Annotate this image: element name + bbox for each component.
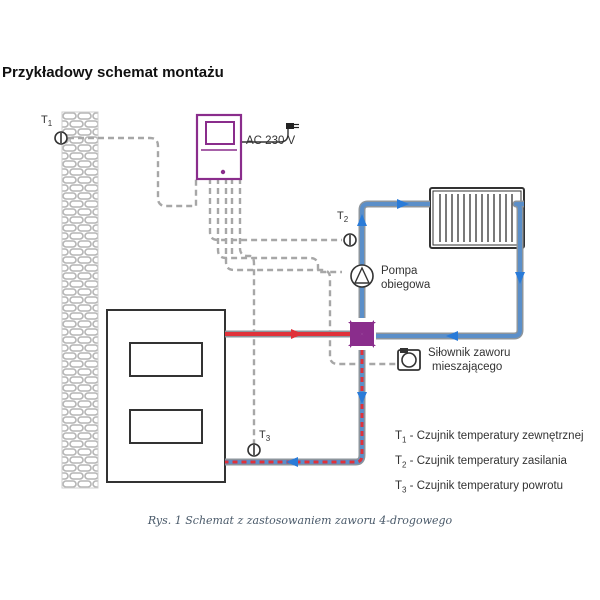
arrow-down-return: [357, 392, 367, 404]
legend-item-t3: T3 - Czujnik temperatury powrotu: [395, 480, 564, 495]
sensor-t1-label: T1: [41, 114, 53, 129]
valve-actuator: [397, 348, 421, 371]
arrow-left-return: [286, 457, 298, 467]
sensor-t2-icon: [343, 233, 357, 247]
arrow-up: [357, 214, 367, 226]
sensor-t2-label: T2: [337, 210, 349, 225]
cable-t1: [68, 136, 198, 208]
power-label: AC 230 V: [246, 135, 296, 147]
figure-caption: Rys. 1 Schemat z zastosowaniem zaworu 4-…: [147, 514, 453, 527]
sensor-t3-label: T3: [259, 429, 271, 444]
legend-item-t1: T1 - Czujnik temperatury zewnętrznej: [395, 430, 584, 445]
cable-pump: [216, 178, 342, 274]
sensor-t1-icon: [54, 131, 68, 145]
controller-unit: [195, 113, 243, 181]
mixing-valve: [348, 320, 376, 348]
radiator-fins: [439, 194, 513, 242]
legend-item-t2: T2 - Czujnik temperatury zasilania: [395, 455, 567, 470]
arrow-right: [397, 199, 409, 209]
heating-circuit-pipes: [225, 200, 524, 466]
sensor-t3-icon: [247, 443, 261, 457]
page-title: Przykładowy schemat montażu: [2, 64, 224, 81]
circulation-pump: [350, 264, 374, 288]
cable-t2: [208, 178, 342, 242]
arrow-left: [446, 331, 458, 341]
arrow-right-supply: [291, 329, 303, 339]
radiator: [429, 187, 525, 249]
boiler: [106, 309, 226, 483]
flow-arrows: [286, 199, 525, 467]
arrow-down: [515, 272, 525, 284]
cable-t3: [238, 178, 256, 446]
actuator-label: Siłownik zaworu mieszającego: [428, 347, 511, 373]
pump-label: Pompa obiegowa: [381, 265, 431, 291]
brick-wall: [61, 111, 99, 489]
sensor-cables: [68, 136, 398, 446]
cable-actuator: [224, 178, 398, 366]
